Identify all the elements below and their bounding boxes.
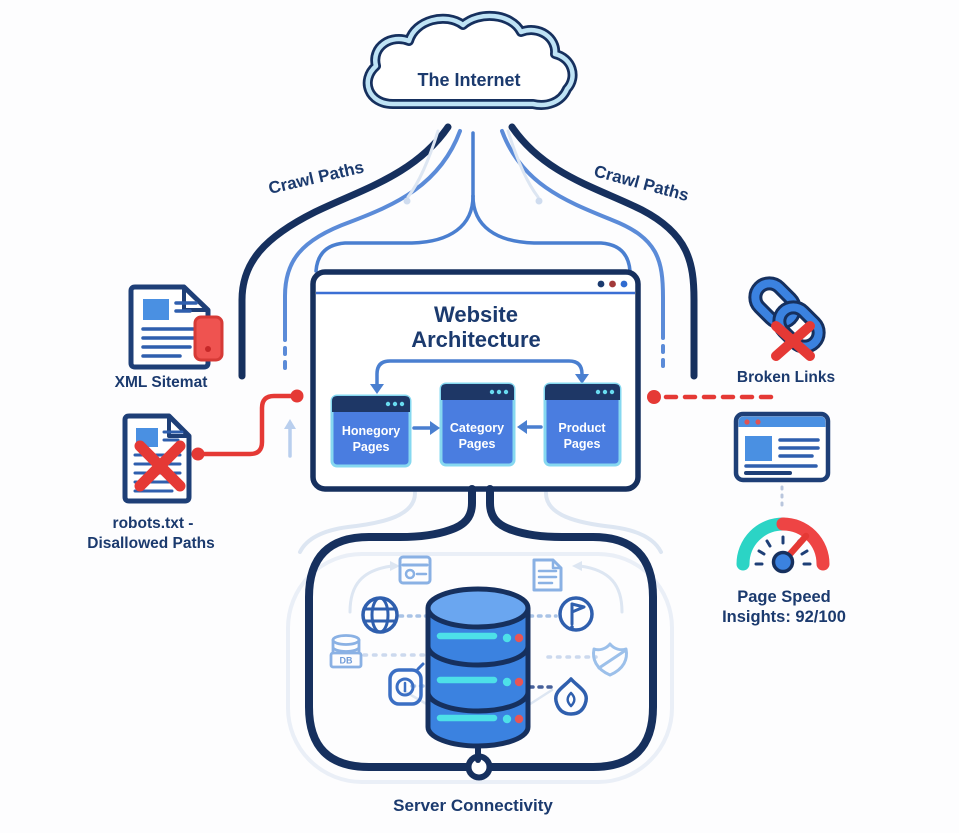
document-icon: [532, 558, 563, 592]
broken-links-connector-line: [647, 390, 775, 404]
page-box-homepage: Honegory Pages: [330, 394, 412, 468]
crawl-paths-label-left: Crawl Paths: [267, 157, 366, 197]
robots-connector-line: [191, 389, 304, 461]
lock-jar-icon: [388, 662, 425, 706]
echo-decorations: [286, 491, 674, 784]
window-title-line2: Architecture: [411, 327, 541, 352]
page-box-label: Honegory: [342, 424, 400, 438]
arrow-product-to-category: [517, 420, 543, 434]
internet-cloud-icon: The Internet: [362, 10, 578, 110]
server-activity-lights: [436, 632, 498, 722]
svg-text:Pages: Pages: [353, 440, 390, 454]
robots-txt-icon: [122, 413, 192, 504]
broken-links-icon: [748, 276, 826, 361]
internet-label: The Internet: [417, 70, 520, 90]
window-title-line1: Website: [434, 302, 518, 327]
red-x-icon: [771, 321, 815, 361]
page-box-product: Product Pages: [543, 382, 622, 467]
page-box-label: Product: [558, 421, 606, 435]
flag-circle-icon: [558, 596, 594, 632]
page-box-label: Category: [450, 421, 504, 435]
page-speed-label-line2: Insights: 92/100: [722, 608, 846, 626]
server-stack-icon: [425, 586, 531, 763]
robots-label-line1: robots.txt -: [113, 515, 194, 532]
page-speed-label-line1: Page Speed: [737, 588, 831, 606]
shield-slash-icon: [592, 642, 628, 677]
server-connectivity-label: Server Connectivity: [393, 796, 553, 815]
globe-icon: [361, 596, 399, 634]
flame-shield-icon: [554, 677, 588, 716]
crawl-path-lines: [238, 123, 698, 458]
browser-preview-icon: [733, 411, 831, 483]
crawl-paths-label-right: Crawl Paths: [592, 162, 691, 206]
page-box-category: Category Pages: [439, 382, 516, 467]
window-controls-icon: [597, 280, 628, 288]
arrow-homepage-to-category: [412, 421, 440, 435]
xml-sitemap-icon: [128, 284, 224, 370]
red-tag-icon: [193, 315, 224, 362]
db-badge-label: DB: [340, 656, 353, 666]
red-x-icon: [134, 440, 186, 492]
broken-links-label: Broken Links: [737, 369, 835, 386]
svg-text:Pages: Pages: [459, 437, 496, 451]
gauge-hub: [771, 550, 795, 574]
database-db-icon: DB: [329, 634, 363, 669]
page-speed-gauge-icon: [736, 517, 830, 574]
xml-sitemap-label: XML Sitemat: [115, 374, 208, 391]
website-architecture-window: Website Architecture Honegory Pages Cate…: [310, 269, 641, 492]
settings-card-icon: [398, 555, 432, 585]
robots-label-line2: Disallowed Paths: [87, 535, 214, 552]
top-connector-arrow: [370, 359, 589, 394]
svg-text:Pages: Pages: [564, 437, 601, 451]
